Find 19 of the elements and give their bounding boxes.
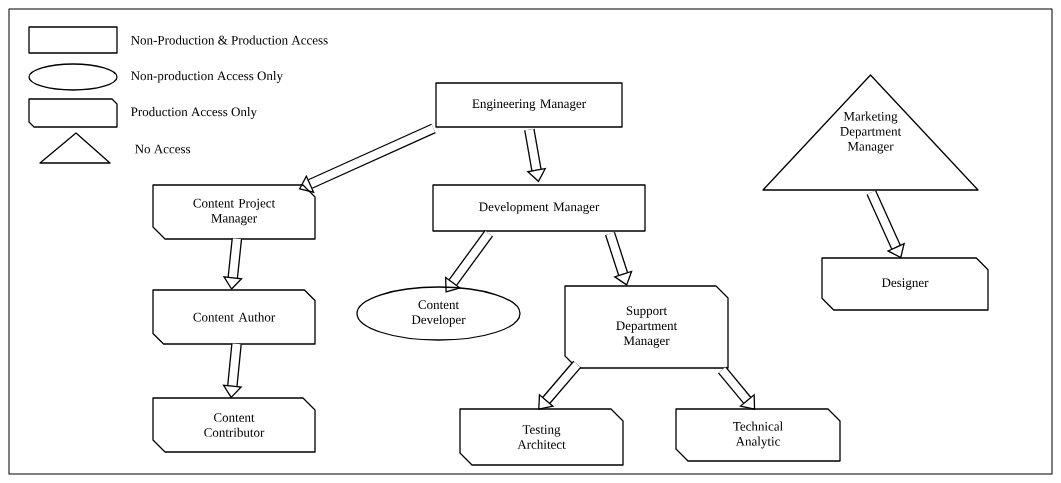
role-box: Testing Architect bbox=[459, 408, 624, 466]
legend-entry: Non-Production & Production Access bbox=[28, 26, 328, 54]
block-arrow bbox=[717, 366, 756, 410]
role-triangle: Marketing Department Manager bbox=[762, 74, 979, 191]
role-box: Designer bbox=[821, 257, 989, 311]
legend-entry: No Access bbox=[39, 132, 191, 164]
block-arrow bbox=[538, 360, 582, 410]
legend-entry: Production Access Only bbox=[28, 98, 257, 128]
role-box: Content Contributor bbox=[152, 397, 316, 453]
role-box: Technical Analytic bbox=[675, 408, 841, 462]
role-box: Content Project Manager bbox=[152, 184, 316, 240]
role-box: Support Department Manager bbox=[564, 285, 729, 369]
legend-entry: Non-production Access Only bbox=[28, 63, 283, 91]
block-arrow bbox=[866, 190, 906, 259]
block-arrow bbox=[222, 343, 243, 399]
block-arrow bbox=[604, 231, 633, 286]
role-box: Development Manager bbox=[432, 184, 646, 232]
role-box: Content Author bbox=[152, 289, 316, 345]
role-box: Engineering Manager bbox=[435, 82, 623, 128]
